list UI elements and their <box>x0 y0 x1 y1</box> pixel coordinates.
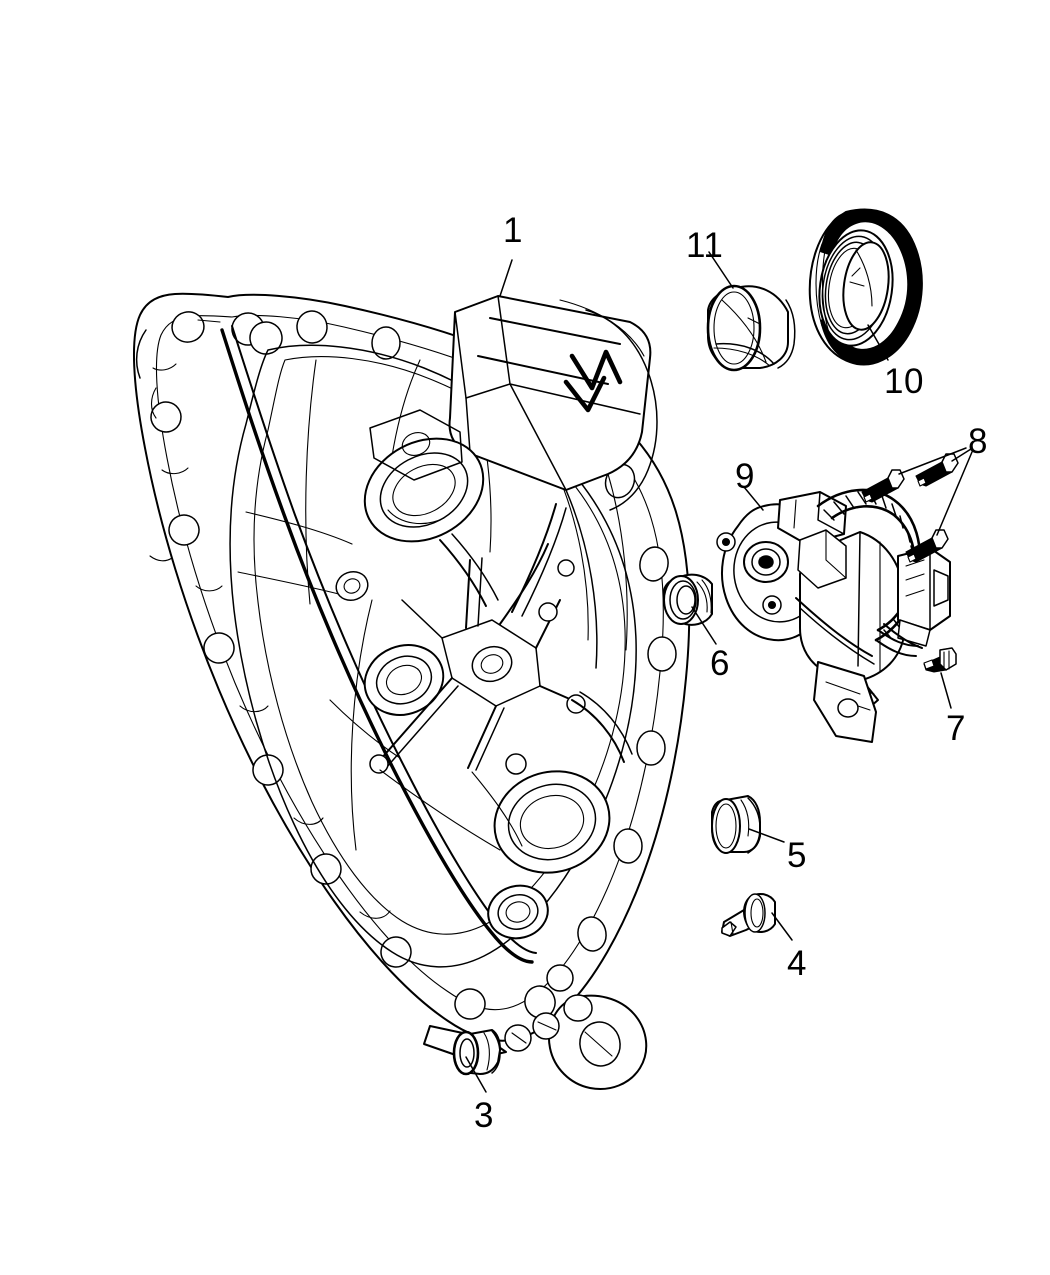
callout-label-3: 3 <box>474 1096 494 1135</box>
callout-label-10: 10 <box>884 362 924 401</box>
bolt-a <box>861 469 905 503</box>
leader-9 <box>743 486 764 511</box>
leader-1 <box>499 259 513 297</box>
bolt-b <box>915 453 959 487</box>
part-1-front-housing-case <box>132 292 691 1090</box>
part-5-cylindrical-plug-cap <box>711 795 761 854</box>
part-10-output-seal-ring <box>808 208 923 366</box>
leader-7 <box>940 672 952 709</box>
part-3-dowel-sleeve <box>452 1029 501 1076</box>
part-9-shift-motor-actuator <box>716 488 951 743</box>
flange-bolt-holes <box>150 310 677 1020</box>
leader-8a <box>898 447 967 475</box>
callout-leader-lines <box>465 251 973 1093</box>
leader-6 <box>691 606 717 645</box>
leader-8b <box>951 448 972 462</box>
leader-3 <box>465 1056 487 1093</box>
part-4-flanged-bolt <box>721 893 776 937</box>
callout-label-7: 7 <box>946 709 966 748</box>
bolt-c <box>905 529 949 563</box>
leader-4 <box>771 912 793 941</box>
leader-8c <box>936 451 973 536</box>
callout-label-11: 11 <box>686 226 724 265</box>
leader-5 <box>748 828 785 843</box>
leader-10 <box>867 324 889 361</box>
callout-label-4: 4 <box>787 944 807 983</box>
part-11-bushing-sleeve <box>706 284 796 372</box>
callout-label-1: 1 <box>503 211 523 250</box>
part-8-motor-mounting-bolts <box>861 453 959 563</box>
part-6-bearing-bushing-ring <box>662 573 713 626</box>
callout-label-5: 5 <box>787 836 807 875</box>
part-7-retaining-screw <box>923 647 957 673</box>
callout-label-6: 6 <box>710 644 730 683</box>
housing-internal-mechanism <box>329 409 633 940</box>
callout-label-8: 8 <box>968 422 988 461</box>
callout-label-9: 9 <box>735 457 755 496</box>
housing-bottom-lug <box>504 964 648 1090</box>
leader-11 <box>708 251 734 289</box>
